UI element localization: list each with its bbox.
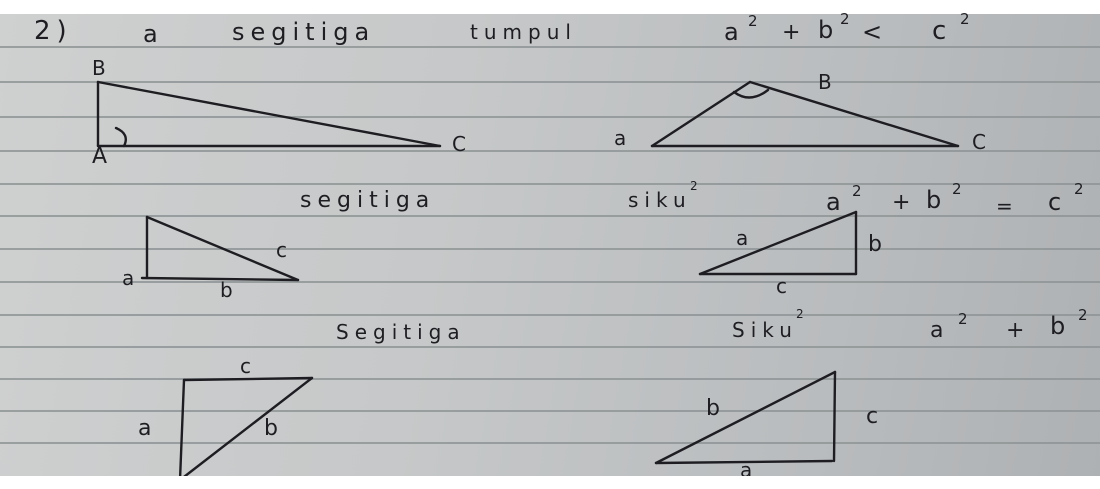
formula-plus: +: [782, 20, 807, 45]
right-triangle-2-right: [698, 210, 858, 276]
side-label-c: c: [866, 404, 885, 429]
ruled-line: [0, 150, 1100, 152]
formula-exponent: 2: [958, 310, 968, 328]
formula-plus: +: [1006, 318, 1031, 343]
heading-mark: 2: [796, 307, 804, 321]
formula-term-b: b: [926, 186, 948, 214]
side-label-a: a: [122, 266, 141, 290]
formula-term-a: a: [826, 188, 847, 216]
part-letter: a: [143, 20, 164, 48]
formula-term-a: a: [724, 18, 745, 46]
vertex-label-a: a: [614, 126, 633, 150]
side-label-c: c: [776, 274, 793, 298]
right-triangle-3-left: [178, 376, 314, 482]
formula-plus: +: [892, 190, 917, 215]
ruled-line: [0, 346, 1100, 348]
ruled-line: [0, 248, 1100, 250]
side-label-a: a: [740, 458, 759, 482]
heading-type: tumpul: [470, 20, 577, 44]
side-label-b: b: [706, 396, 726, 421]
formula-relation: =: [996, 194, 1019, 218]
vertex-label-C: C: [452, 132, 472, 156]
side-label-a: a: [736, 226, 755, 250]
formula-exponent: 2: [952, 180, 962, 198]
side-label-c: c: [240, 354, 257, 378]
ruled-line: [0, 215, 1100, 217]
side-label-b: b: [220, 278, 239, 302]
formula-term-a: a: [930, 318, 950, 343]
formula-term-c: c: [1048, 188, 1068, 216]
vertex-label-C: C: [972, 130, 992, 154]
ruled-line: [0, 378, 1100, 380]
obtuse-triangle-left: [96, 80, 442, 148]
side-label-b: b: [264, 416, 284, 441]
heading-type: siku: [628, 188, 692, 212]
ruled-line: [0, 183, 1100, 185]
problem-number: 2): [34, 16, 73, 46]
formula-exponent: 2: [840, 10, 850, 28]
formula-exponent: 2: [1078, 306, 1088, 324]
vertex-label-A: A: [92, 144, 114, 169]
formula-exponent: 2: [1074, 180, 1084, 198]
side-label-c: c: [276, 238, 293, 262]
formula-term-b: b: [1050, 312, 1072, 340]
formula-relation: <: [862, 18, 889, 46]
heading-word: Segitiga: [336, 320, 466, 344]
side-label-a: a: [138, 416, 158, 441]
ruled-line: [0, 410, 1100, 412]
heading-word: segitiga: [300, 188, 436, 213]
heading-word: segitiga: [232, 18, 376, 46]
heading-type: Siku: [732, 318, 798, 342]
formula-term-b: b: [818, 16, 840, 44]
right-triangle-2-left: [140, 215, 300, 282]
vertex-label-B: B: [92, 56, 112, 80]
ruled-line: [0, 442, 1100, 444]
right-triangle-3-right: [654, 370, 837, 465]
formula-exponent: 2: [852, 182, 862, 200]
vertex-label-B: B: [818, 70, 838, 94]
ruled-line: [0, 81, 1100, 83]
ruled-line: [0, 281, 1100, 283]
ruled-line: [0, 116, 1100, 118]
formula-term-c: c: [932, 16, 953, 46]
formula-exponent: 2: [960, 10, 970, 28]
obtuse-triangle-right: [650, 80, 960, 148]
ruled-line: [0, 314, 1100, 316]
heading-mark: 2: [690, 179, 698, 193]
formula-exponent: 2: [748, 12, 758, 30]
side-label-b: b: [868, 232, 888, 257]
ruled-line: [0, 46, 1100, 48]
